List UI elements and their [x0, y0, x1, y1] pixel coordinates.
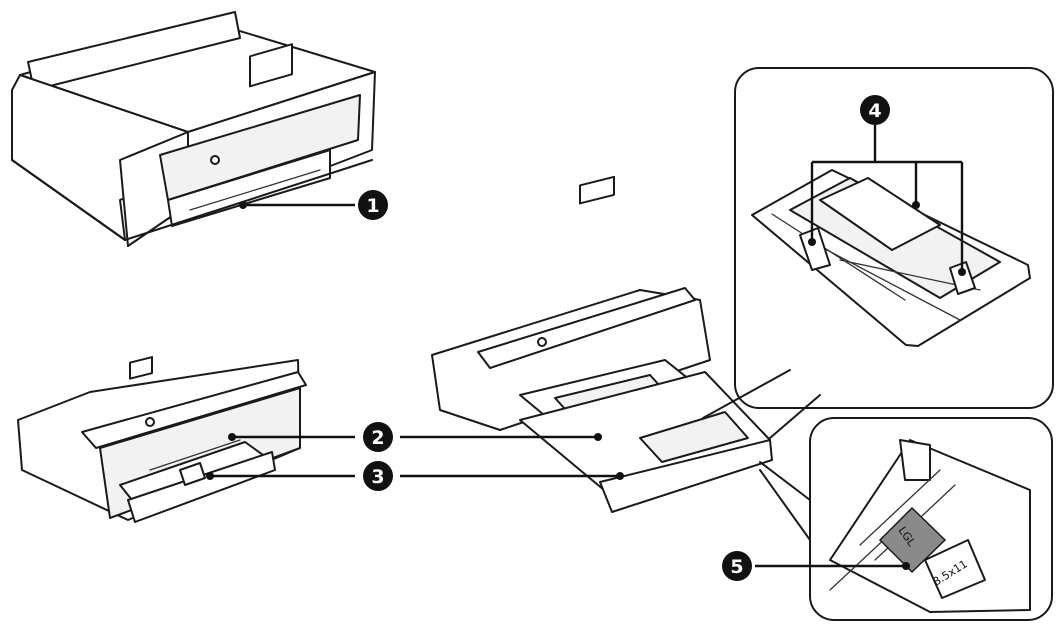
svg-text:5: 5	[730, 556, 743, 578]
callout-badge-4: 4	[860, 95, 890, 125]
callout-badge-5: 5	[722, 551, 752, 581]
svg-text:1: 1	[366, 195, 379, 217]
printer-cassette-2-view	[431, 175, 773, 513]
callout-badge-2: 2	[363, 422, 393, 452]
svg-text:3: 3	[371, 466, 384, 488]
printer-overview	[11, 11, 376, 247]
callout-badge-3: 3	[363, 461, 393, 491]
inset-edge-guides	[734, 67, 1054, 409]
svg-text:4: 4	[868, 100, 881, 122]
callout-badge-1: 1	[358, 190, 388, 220]
inset-paper-size-marks: LGL 8.5x11	[759, 417, 1053, 621]
printer-cassette-1-view	[17, 356, 307, 523]
callout-lines	[206, 201, 910, 570]
svg-text:2: 2	[371, 427, 384, 449]
